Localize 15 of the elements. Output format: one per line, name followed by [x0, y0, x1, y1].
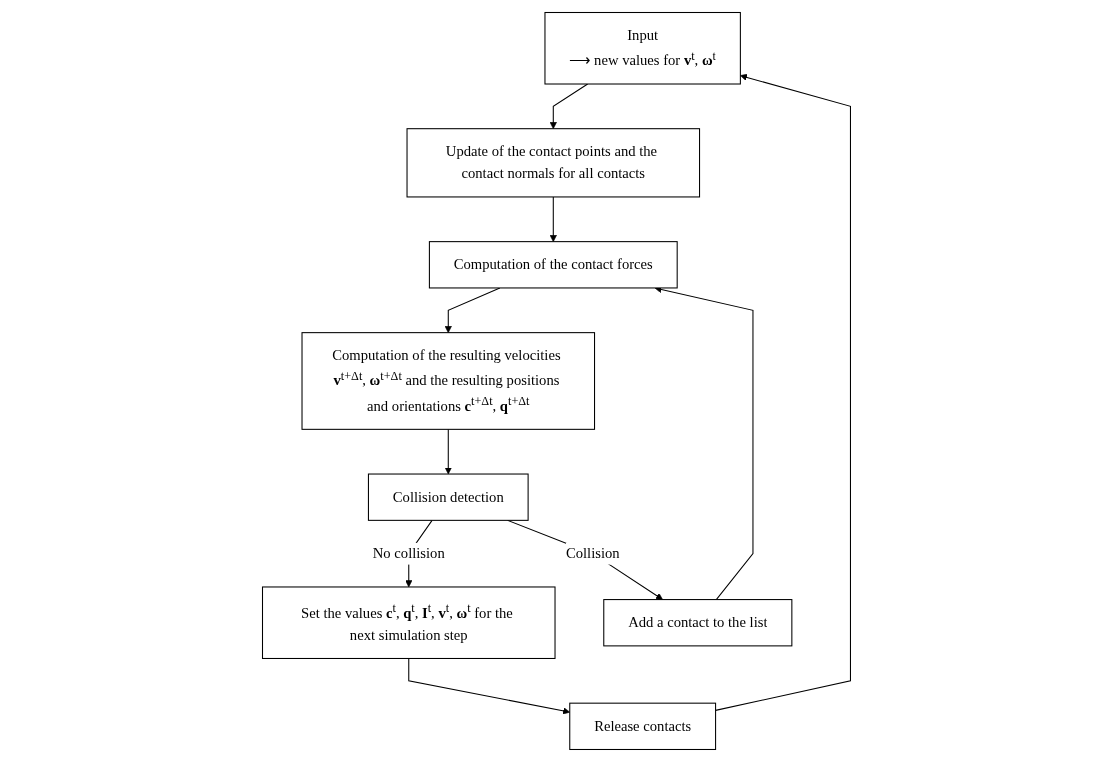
arrow	[444, 287, 500, 333]
node-box: Release contacts	[568, 702, 716, 750]
node-box: Computation of the contact forces	[428, 241, 678, 289]
node-box: Collision detection	[367, 473, 529, 521]
node-box: Set the values c$^{t}$, q$^{t}$, I$^{t}$, v$^{t}$, ω$^{t}$ for the next simulation step	[261, 586, 556, 659]
edge-label: No collision	[372, 545, 445, 562]
node-box: Add a contact to the list	[602, 599, 792, 647]
arrow	[407, 657, 570, 715]
arrow	[549, 196, 557, 242]
edge-label: Collision	[565, 545, 620, 562]
node-box: Update of the contact points and the contact normals for all contacts	[406, 128, 700, 198]
node-box: Input ⟶ new values for v$^{t}$, ω$^{t}$	[543, 11, 741, 85]
node-box: Computation of the resulting velocities v$^{t+Δt}$, ω$^{t+Δt}$ and the resulting positions and orientations c$^{t+Δt}$, q$^{t+Δt}$	[301, 332, 595, 430]
arrow	[444, 428, 452, 475]
arrow	[549, 83, 588, 129]
